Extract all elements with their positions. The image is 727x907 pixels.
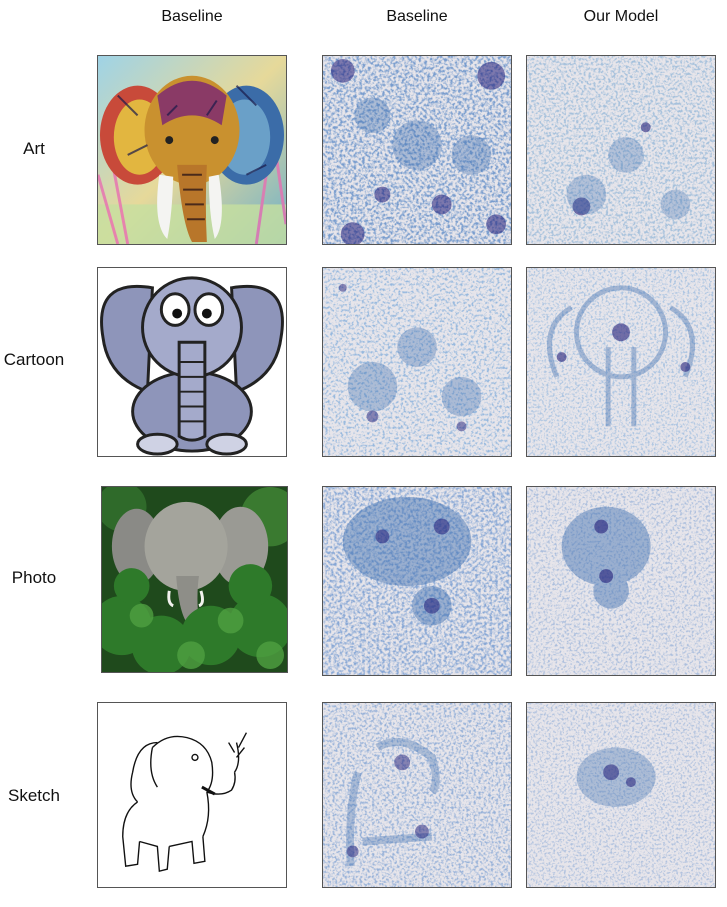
column-header-baseline-saliency: Baseline xyxy=(386,8,448,25)
sketch-elephant-image xyxy=(97,702,287,888)
art-our-model-saliency-map xyxy=(526,55,716,245)
column-header-baseline-input: Baseline xyxy=(161,8,223,25)
row-label-cartoon: Cartoon xyxy=(3,350,65,369)
cartoon-elephant-image xyxy=(97,267,287,457)
row-label-photo: Photo xyxy=(11,568,57,587)
art-baseline-saliency-map xyxy=(322,55,512,245)
photo-baseline-saliency-map xyxy=(322,486,512,676)
row-label-art: Art xyxy=(23,139,45,158)
column-header-our-model: Our Model xyxy=(583,8,659,25)
row-label-sketch: Sketch xyxy=(8,786,60,805)
sketch-baseline-saliency-map xyxy=(322,702,512,888)
cartoon-our-model-saliency-map xyxy=(526,267,716,457)
photo-elephant-image xyxy=(101,486,288,673)
sketch-our-model-saliency-map xyxy=(526,702,716,888)
art-elephant-image xyxy=(97,55,287,245)
cartoon-baseline-saliency-map xyxy=(322,267,512,457)
photo-our-model-saliency-map xyxy=(526,486,716,676)
